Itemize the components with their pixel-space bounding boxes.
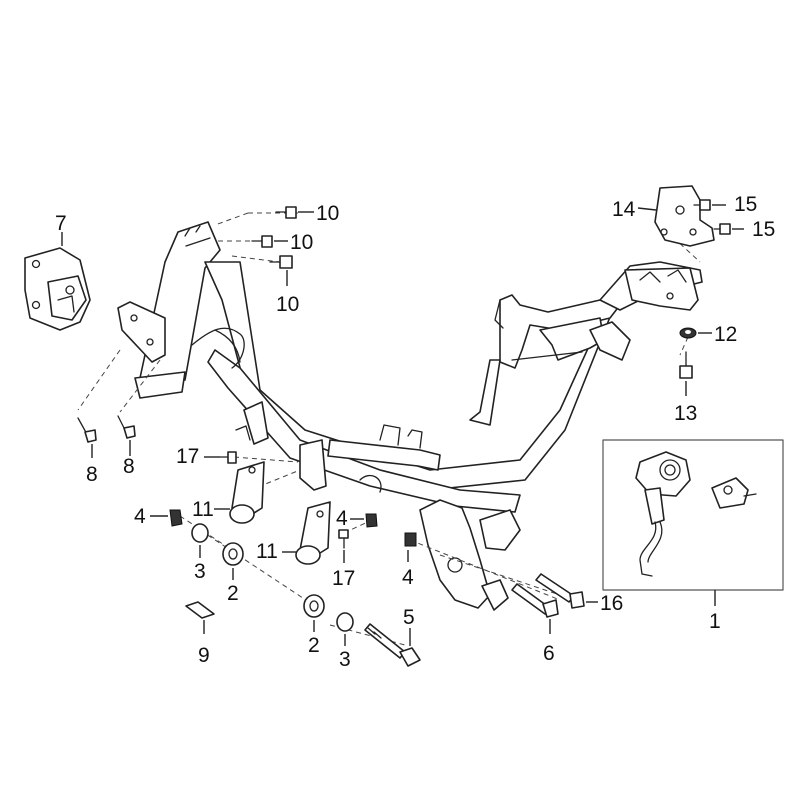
callout-9: 9: [198, 644, 210, 667]
bolt-8-right: [117, 415, 136, 456]
callout-5: 5: [403, 606, 415, 629]
plate-9: [185, 601, 215, 634]
bracket-plate-7: [24, 247, 91, 331]
bolt-10-top: [275, 206, 314, 219]
nut-4-left: [150, 509, 183, 527]
callout-4-left: 4: [134, 505, 146, 528]
callout-17-left: 17: [176, 445, 199, 468]
callout-14: 14: [612, 198, 636, 221]
callout-16: 16: [600, 592, 623, 615]
mount-bracket-11-right: [282, 501, 331, 565]
bolt-17-left: [204, 451, 237, 464]
callout-11-right: 11: [256, 540, 278, 563]
callout-8-right: 8: [123, 455, 135, 478]
bolt-10-low: [269, 255, 293, 286]
switch-assembly-1: [602, 439, 784, 606]
callout-4-mid: 4: [336, 507, 348, 530]
callout-17-right: 17: [332, 567, 355, 590]
nut-4-mid: [350, 513, 378, 528]
callout-10-mid: 10: [290, 231, 313, 254]
bushing-2-right: [303, 594, 325, 632]
collar-3-left: [191, 523, 209, 558]
callout-3-left: 3: [194, 560, 206, 583]
bracket-14: [654, 185, 715, 247]
long-bolt-16: [535, 573, 598, 609]
callout-15-top: 15: [734, 193, 757, 216]
collar-3-right: [336, 612, 354, 646]
callout-10-top: 10: [316, 202, 339, 225]
callout-2-left: 2: [227, 582, 239, 605]
callout-4-right: 4: [402, 566, 414, 589]
long-bolt-6: [511, 583, 559, 634]
callout-15-bottom: 15: [752, 218, 775, 241]
washer-12: [679, 327, 712, 339]
bushing-2-left: [222, 542, 244, 580]
callout-labels: 7 10 10 10 14 15 15 12 13 8 8 17 11 4 4 …: [55, 193, 775, 671]
bolt-15-bottom: [713, 223, 744, 235]
bolt-15-top: [693, 199, 726, 211]
callout-8-left: 8: [86, 463, 98, 486]
callout-12: 12: [714, 323, 737, 346]
bolt-8-left: [77, 417, 97, 458]
callout-6: 6: [543, 642, 555, 665]
nut-4-right: [404, 532, 417, 562]
callout-3-right: 3: [339, 648, 351, 671]
long-bolt-5: [364, 623, 421, 667]
callout-10-low: 10: [276, 293, 299, 316]
callout-11-left: 11: [192, 498, 214, 521]
callout-7: 7: [55, 212, 67, 235]
callout-1: 1: [709, 610, 721, 633]
mount-bracket-11-left: [214, 461, 265, 524]
bolt-17-right: [338, 529, 349, 563]
bolt-13: [679, 351, 693, 396]
main-frame: [117, 221, 703, 611]
callout-13: 13: [674, 402, 697, 425]
callout-2-right: 2: [308, 634, 320, 657]
bolt-10-mid: [251, 235, 288, 248]
